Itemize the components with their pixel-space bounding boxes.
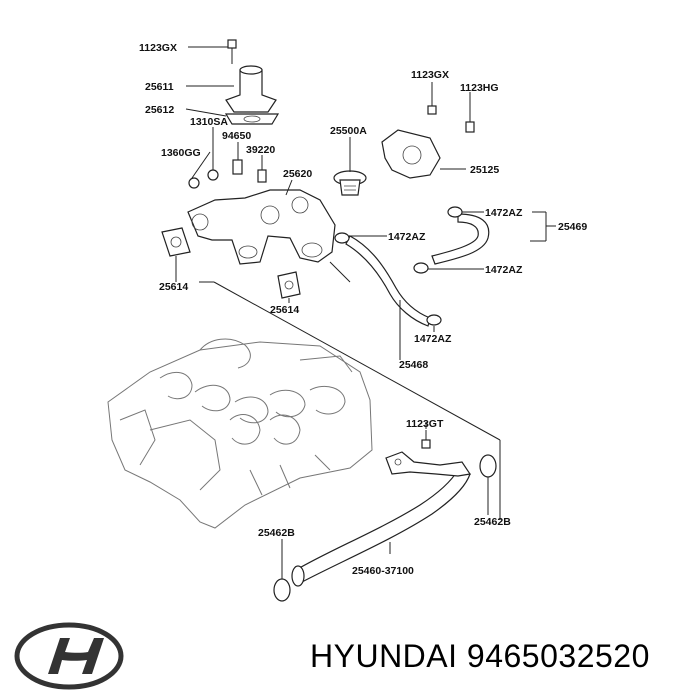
label-25125: 25125 [470,164,499,176]
label-1123hg: 1123HG [460,82,499,94]
label-1472az-b: 1472AZ [485,264,523,276]
label-1360gg: 1360GG [161,147,201,159]
part-caption: HYUNDAI 9465032520 [310,638,650,675]
bolt-1123gx-right [427,96,437,115]
label-1472az-a: 1472AZ [485,207,523,219]
thermostat-housing-25125 [381,129,441,179]
bolt-1123gt [421,430,431,449]
water-pipe-25460 [291,451,472,587]
gasket-25614-mid [277,271,301,299]
label-39220: 39220 [246,144,275,156]
clamp-1472az-b [413,262,429,274]
label-25614-left: 25614 [159,281,188,293]
label-25612: 25612 [145,104,174,116]
label-1123gt: 1123GT [406,418,444,430]
label-1310sa: 1310SA [190,116,228,128]
label-94650: 94650 [222,130,251,142]
leader-lines [175,46,556,579]
brand-name: HYUNDAI [310,638,458,674]
hose-25469 [431,213,490,265]
label-1472az-c: 1472AZ [388,231,426,243]
engine-block [107,338,373,529]
label-25611: 25611 [145,81,174,93]
gasket-25612 [224,113,280,125]
bolt-1360gg [188,177,200,189]
hose-25468 [345,235,431,327]
label-25462b-left: 25462B [258,527,295,539]
o-ring-25462b-left [273,578,291,602]
clamp-1472az-d [426,314,442,326]
label-25468: 25468 [399,359,428,371]
bolt-1123gx-top [227,39,237,64]
gasket-25614-left [161,227,191,257]
thermostat-25500a [333,170,367,196]
label-1123gx-right: 1123GX [411,69,449,81]
water-outlet-25611 [225,65,277,113]
part-labels: 1123GX 25611 25612 1310SA 94650 1360GG 3… [139,42,587,577]
bolt-1123hg [465,106,475,133]
o-ring-25462b-right [479,454,497,478]
hyundai-logo-icon [14,622,124,690]
label-25614-mid: 25614 [270,304,299,316]
part-number: 9465032520 [466,638,650,674]
label-25460: 25460-37100 [352,565,414,577]
clamp-1472az-c [334,232,350,244]
clamp-1472az-a [447,206,463,218]
sensor-39220 [257,169,267,183]
water-pipe-25620 [187,189,351,283]
label-1123gx-top: 1123GX [139,42,177,54]
label-1472az-d: 1472AZ [414,333,452,345]
label-25620: 25620 [283,168,312,180]
label-25462b-right: 25462B [474,516,511,528]
label-25469: 25469 [558,221,587,233]
sensor-94650 [232,159,243,175]
label-25500a: 25500A [330,125,367,137]
plug-1310sa [207,169,219,181]
